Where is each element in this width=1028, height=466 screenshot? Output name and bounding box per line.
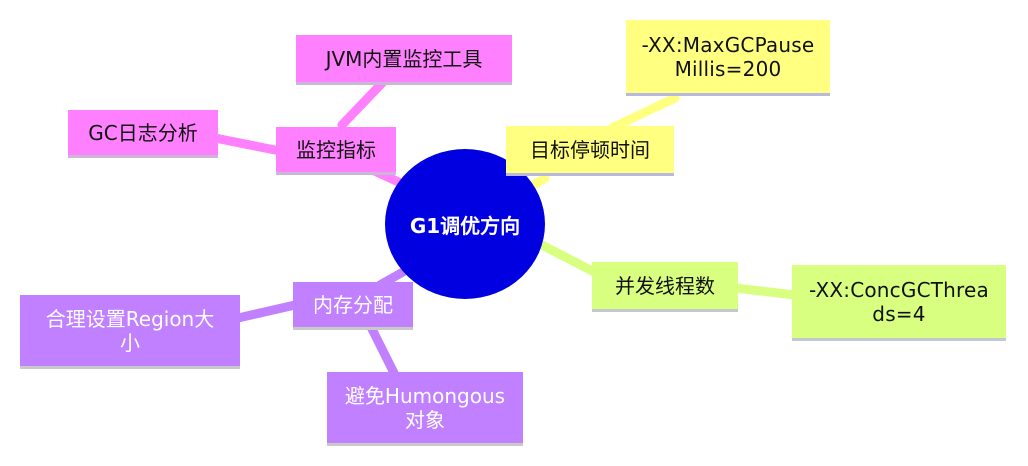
leaf-conc-gc-threads-line1: -XX:ConcGCThrea xyxy=(809,277,989,302)
leaf-max-gc-pause-line1: -XX:MaxGCPause xyxy=(641,32,815,57)
leaf-region-size-line1: 合理设置Region大 xyxy=(45,306,215,331)
leaf-max-gc-pause-line2: Millis=200 xyxy=(674,56,782,81)
leaf-gc-log-analysis[interactable]: GC日志分析 xyxy=(68,110,218,158)
connector-threads-conc xyxy=(730,283,800,300)
connector-memory-region xyxy=(233,300,300,323)
branch-memory-allocation[interactable]: 内存分配 xyxy=(293,282,413,330)
branch-pause-target[interactable]: 目标停顿时间 xyxy=(506,126,674,176)
branch-concurrent-threads[interactable]: 并发线程数 xyxy=(592,262,738,312)
leaf-avoid-humongous[interactable]: 避免Humongous 对象 xyxy=(327,372,523,446)
leaf-conc-gc-threads-line2: ds=4 xyxy=(872,301,926,326)
leaf-avoid-humongous-line1: 避免Humongous xyxy=(344,383,506,408)
leaf-max-gc-pause[interactable]: -XX:MaxGCPause Millis=200 xyxy=(626,20,830,96)
leaf-region-size-line2: 小 xyxy=(120,330,140,355)
leaf-conc-gc-threads[interactable]: -XX:ConcGCThrea ds=4 xyxy=(792,265,1006,341)
leaf-jvm-monitor-tools[interactable]: JVM内置监控工具 xyxy=(296,35,512,85)
branch-concurrent-threads-label: 并发线程数 xyxy=(615,273,715,298)
connector-root-threads xyxy=(533,238,605,280)
leaf-region-size[interactable]: 合理设置Region大 小 xyxy=(20,295,240,369)
leaf-gc-log-analysis-label: GC日志分析 xyxy=(88,120,198,145)
branch-pause-target-label: 目标停顿时间 xyxy=(530,137,650,162)
leaf-jvm-monitor-tools-label: JVM内置监控工具 xyxy=(325,46,483,71)
branch-monitor[interactable]: 监控指标 xyxy=(276,127,396,175)
connector-pause-maxgc xyxy=(607,93,680,133)
connector-monitor-gclog xyxy=(210,133,280,155)
leaf-avoid-humongous-line2: 对象 xyxy=(405,407,445,432)
branch-memory-allocation-label: 内存分配 xyxy=(313,292,393,317)
connector-monitor-jvm xyxy=(337,75,390,130)
root-label: G1调优方向 xyxy=(409,213,521,238)
connector-memory-humongous xyxy=(365,320,400,380)
branch-monitor-label: 监控指标 xyxy=(296,137,376,162)
